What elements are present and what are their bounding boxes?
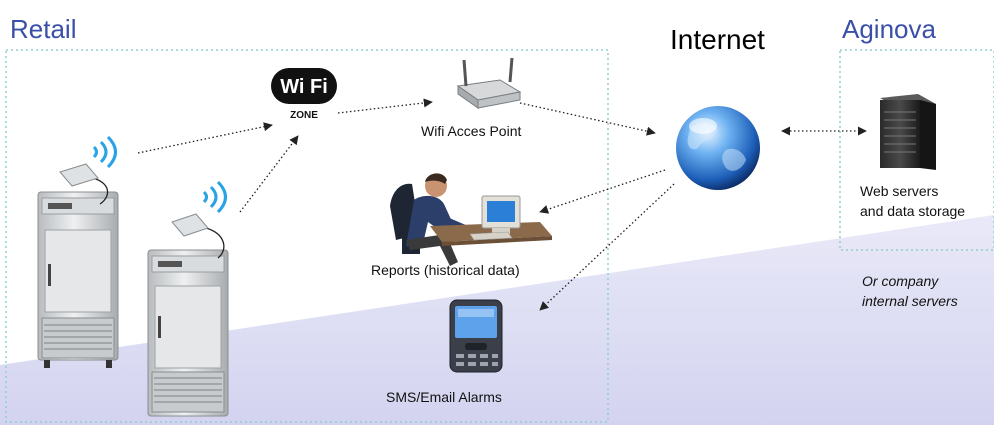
connector-fridge2-wifi [239,135,299,213]
server-icon [880,94,936,170]
connector-internet-reports [539,169,666,214]
connector-ap-internet [519,102,656,136]
connector-internet-sms [539,183,675,311]
wifi-zone-sub-text: ZONE [290,110,318,121]
web-servers-label-line2: and data storage [860,203,966,219]
access-point-label: Wifi Acces Point [421,123,522,139]
router-icon [456,57,522,109]
fridge-1-icon [37,163,119,368]
aginova-region-border [839,49,994,251]
signal-waves-1-icon [92,135,117,169]
web-servers-label-line1: Web servers [860,183,939,199]
wifi-zone-icon: Wi Fi ZONE [271,68,337,121]
fridge-2-icon [147,213,229,417]
aginova-region-title: Aginova [842,14,936,44]
sms-alarms-label: SMS/Email Alarms [386,389,502,405]
retail-region-title: Retail [10,14,77,44]
company-servers-label-line1: Or company [862,273,939,289]
person-at-computer-icon [390,173,552,266]
connectors [137,98,867,311]
retail-region-border [5,49,609,423]
reports-label: Reports (historical data) [371,262,520,278]
phone-icon [449,299,503,373]
company-servers-label-line2: internal servers [862,293,958,309]
connector-wifi-ap [337,98,433,114]
wifi-zone-badge-text: Wi Fi [280,76,328,98]
connector-fridge1-wifi [137,122,273,154]
globe-icon [676,106,760,190]
signal-waves-2-icon [202,180,227,214]
internet-region-title: Internet [670,24,765,55]
